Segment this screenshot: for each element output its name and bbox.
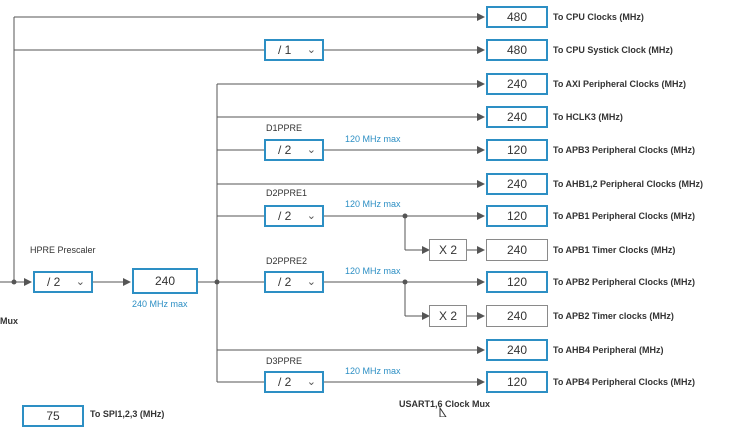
apb1-max-label: 120 MHz max — [345, 199, 401, 209]
apb1-timer-label: To APB1 Timer Clocks (MHz) — [553, 245, 676, 255]
chevron-down-icon: ⌄ — [306, 144, 316, 156]
apb3-clock-label: To APB3 Peripheral Clocks (MHz) — [553, 145, 696, 155]
d2ppre1-select[interactable]: / 2 ⌄ — [264, 205, 324, 227]
hclk3-value[interactable]: 240 — [486, 106, 548, 128]
apb2-clock-value[interactable]: 120 — [486, 271, 548, 293]
chevron-down-icon: ⌄ — [306, 376, 316, 388]
apb2-timer-label: To APB2 Timer clocks (MHz) — [553, 311, 674, 321]
systick-divider-value: / 1 — [278, 43, 292, 57]
apb1-timer-value: 240 — [486, 239, 548, 261]
d2ppre2-label: D2PPRE2 — [266, 256, 308, 266]
d2ppre2-value: / 2 — [278, 275, 292, 289]
mux-label-partial: Mux — [0, 316, 18, 326]
spi-value-box[interactable]: 75 — [22, 405, 84, 427]
axi-clock-label: To AXI Peripheral Clocks (MHz) — [553, 79, 687, 89]
clock-wiring — [0, 13, 485, 417]
apb3-clock-value[interactable]: 120 — [486, 139, 548, 161]
cpu-clock-value[interactable]: 480 — [486, 6, 548, 28]
apb2-max-label: 120 MHz max — [345, 266, 401, 276]
d2ppre1-label: D2PPRE1 — [266, 188, 308, 198]
apb1-timer-multiplier: X 2 — [429, 239, 467, 261]
apb3-max-label: 120 MHz max — [345, 134, 401, 144]
chevron-down-icon: ⌄ — [306, 276, 316, 288]
d2ppre2-select[interactable]: / 2 ⌄ — [264, 271, 324, 293]
hclk-value-box[interactable]: 240 — [132, 268, 198, 294]
d1ppre-value: / 2 — [278, 143, 292, 157]
chevron-down-icon: ⌄ — [75, 276, 85, 288]
ahb12-clock-value[interactable]: 240 — [486, 173, 548, 195]
d3ppre-value: / 2 — [278, 375, 292, 389]
axi-clock-value[interactable]: 240 — [486, 73, 548, 95]
cpu-systick-label: To CPU Systick Clock (MHz) — [553, 45, 673, 55]
apb2-clock-label: To APB2 Peripheral Clocks (MHz) — [553, 277, 696, 287]
apb1-clock-label: To APB1 Peripheral Clocks (MHz) — [553, 211, 696, 221]
d3ppre-select[interactable]: / 2 ⌄ — [264, 371, 324, 393]
ahb12-clock-label: To AHB1,2 Peripheral Clocks (MHz) — [553, 179, 704, 189]
ahb4-clock-label: To AHB4 Peripheral (MHz) — [553, 345, 664, 355]
apb4-max-label: 120 MHz max — [345, 366, 401, 376]
apb1-clock-value[interactable]: 120 — [486, 205, 548, 227]
chevron-down-icon: ⌄ — [306, 210, 316, 222]
ahb4-clock-value[interactable]: 240 — [486, 339, 548, 361]
mouse-cursor-icon — [439, 406, 447, 417]
apb4-clock-label: To APB4 Peripheral Clocks (MHz) — [553, 377, 696, 387]
usart16-mux-label: USART1,6 Clock Mux — [399, 399, 491, 409]
hpre-prescaler-label: HPRE Prescaler — [30, 245, 96, 255]
apb2-timer-value: 240 — [486, 305, 548, 327]
hclk3-label: To HCLK3 (MHz) — [553, 112, 623, 122]
cpu-systick-value[interactable]: 480 — [486, 39, 548, 61]
hpre-prescaler-select[interactable]: / 2 ⌄ — [33, 271, 93, 293]
hpre-prescaler-value: / 2 — [47, 275, 61, 289]
systick-divider-select[interactable]: / 1 ⌄ — [264, 39, 324, 61]
apb4-clock-value[interactable]: 120 — [486, 371, 548, 393]
d2ppre1-value: / 2 — [278, 209, 292, 223]
d3ppre-label: D3PPRE — [266, 356, 303, 366]
d1ppre-select[interactable]: / 2 ⌄ — [264, 139, 324, 161]
cpu-clock-label: To CPU Clocks (MHz) — [553, 12, 644, 22]
chevron-down-icon: ⌄ — [306, 44, 316, 56]
spi-clock-label: To SPI1,2,3 (MHz) — [90, 409, 165, 419]
apb2-timer-multiplier: X 2 — [429, 305, 467, 327]
hclk-max-label: 240 MHz max — [132, 299, 188, 309]
d1ppre-label: D1PPRE — [266, 123, 303, 133]
